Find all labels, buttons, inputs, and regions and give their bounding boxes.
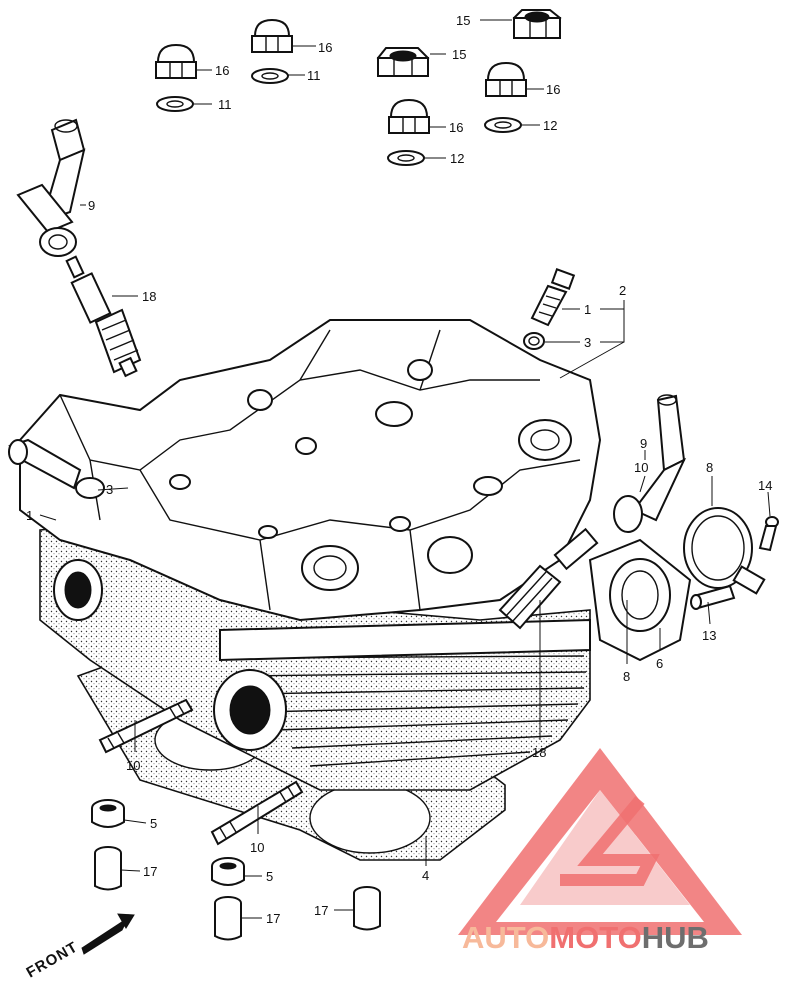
callout-11: 11 bbox=[218, 97, 232, 112]
cap-nut-16-c bbox=[485, 61, 527, 97]
callout-5: 5 bbox=[266, 869, 273, 884]
watermark-text: AUTOMOTOHUB bbox=[462, 920, 709, 955]
washer-12-b bbox=[387, 150, 425, 166]
bolt-1-top bbox=[530, 268, 576, 327]
stud-10-left bbox=[98, 698, 194, 754]
watermark-logo bbox=[458, 748, 742, 935]
callout-11: 11 bbox=[307, 68, 321, 83]
spark-plug-cap-9-left bbox=[16, 118, 86, 257]
callout-9: 9 bbox=[640, 436, 647, 451]
collar-17-right bbox=[353, 886, 381, 931]
callout-9: 9 bbox=[88, 198, 95, 213]
cap-nut-16-b bbox=[251, 18, 293, 53]
callout-16: 16 bbox=[318, 40, 332, 55]
callout-1: 1 bbox=[26, 508, 33, 523]
svg-text:AUTOMOTOHUB: AUTOMOTOHUB bbox=[462, 920, 709, 955]
callout-17: 17 bbox=[143, 864, 157, 879]
dowel-5-center bbox=[211, 857, 245, 886]
callout-18: 18 bbox=[142, 289, 156, 304]
callout-16: 16 bbox=[449, 120, 463, 135]
callout-16: 16 bbox=[546, 82, 560, 97]
hose-clamp-8 bbox=[683, 507, 766, 595]
callout-4: 4 bbox=[422, 868, 429, 883]
collar-17-left bbox=[94, 846, 122, 891]
callout-3: 3 bbox=[584, 335, 591, 350]
hex-nut-15-b bbox=[376, 47, 430, 77]
callout-1: 1 bbox=[584, 302, 591, 317]
callout-18: 18 bbox=[532, 745, 546, 760]
callout-10: 10 bbox=[634, 460, 648, 475]
callout-8: 8 bbox=[623, 669, 630, 684]
watermark-moto: MOTO bbox=[549, 920, 641, 955]
front-label: FRONT bbox=[24, 938, 82, 981]
callout-12: 12 bbox=[543, 118, 557, 133]
dowel-5-left bbox=[91, 799, 125, 828]
callout-17: 17 bbox=[314, 903, 328, 918]
callout-8: 8 bbox=[706, 460, 713, 475]
stud-10-center bbox=[210, 780, 304, 846]
washer-11-a bbox=[156, 96, 194, 112]
callout-5: 5 bbox=[150, 816, 157, 831]
callout-3: 3 bbox=[106, 482, 113, 497]
front-direction-indicator: FRONT bbox=[24, 913, 135, 981]
callout-13: 13 bbox=[702, 628, 716, 643]
callout-labels: 16 16 16 16 11 11 12 12 15 15 9 18 1 3 2… bbox=[26, 13, 772, 926]
callout-16: 16 bbox=[215, 63, 229, 78]
o-ring-3-top bbox=[523, 332, 545, 350]
callout-10: 10 bbox=[126, 758, 140, 773]
washer-11-b bbox=[251, 68, 289, 84]
watermark-hub: HUB bbox=[642, 920, 709, 955]
collar-17-center bbox=[214, 896, 242, 941]
callout-15: 15 bbox=[456, 13, 470, 28]
spark-plug-18-left bbox=[65, 255, 142, 378]
cap-nut-16-a bbox=[155, 43, 197, 79]
bolt-13 bbox=[690, 584, 736, 610]
callout-2: 2 bbox=[619, 283, 626, 298]
callout-15: 15 bbox=[452, 47, 466, 62]
washer-12-a bbox=[484, 117, 522, 133]
leader-lines bbox=[39, 19, 771, 919]
hex-nut-15-a bbox=[512, 9, 562, 39]
cap-nut-16-d bbox=[388, 98, 430, 134]
watermark-auto: AUTO bbox=[462, 920, 549, 955]
callout-14: 14 bbox=[758, 478, 772, 493]
callout-6: 6 bbox=[656, 656, 663, 671]
spark-plug-cap-9-right bbox=[613, 394, 687, 533]
callout-10: 10 bbox=[250, 840, 264, 855]
callout-12: 12 bbox=[450, 151, 464, 166]
screw-14 bbox=[758, 516, 779, 552]
callout-17: 17 bbox=[266, 911, 280, 926]
